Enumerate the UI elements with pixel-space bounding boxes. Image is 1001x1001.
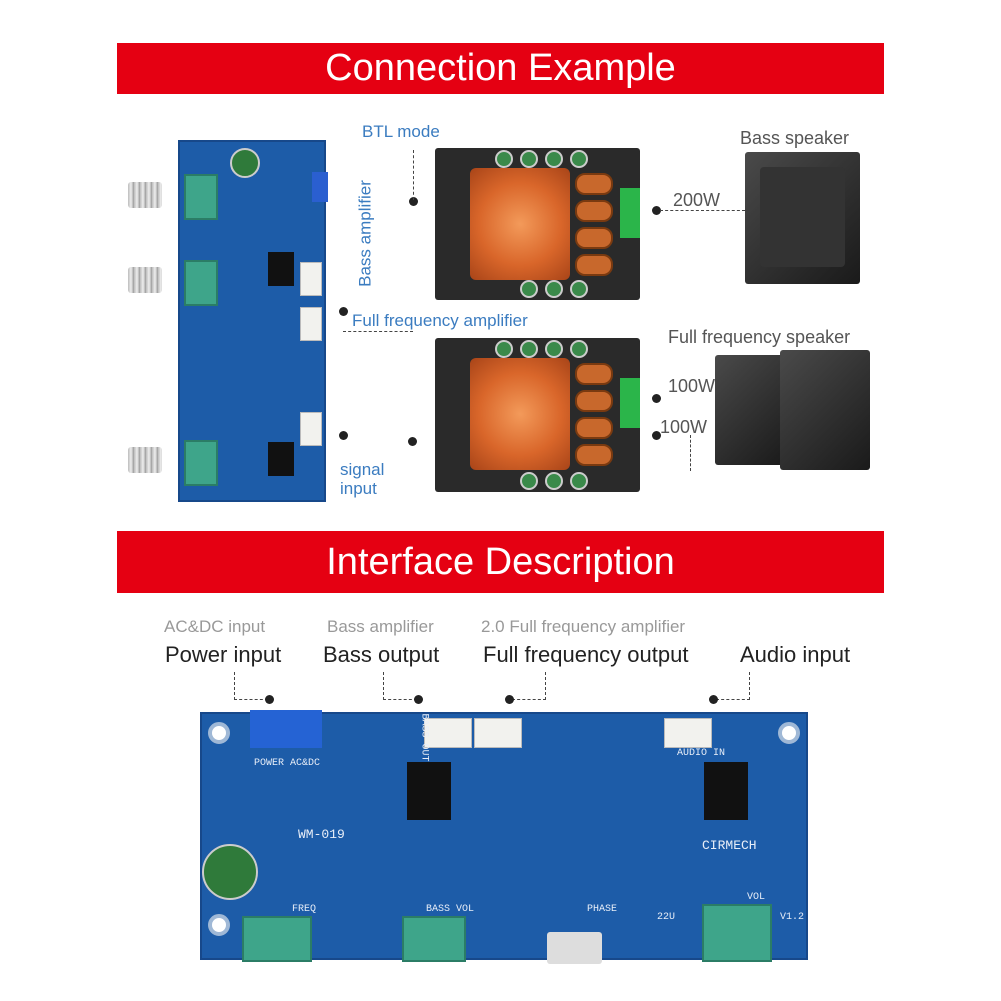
bass-speaker-label: Bass speaker bbox=[740, 128, 850, 148]
tone-board-closeup-photo: POWER AC&DC WM-019 BASS OUT CIRMECH AUDI… bbox=[200, 710, 808, 964]
bass-power-label: 200W bbox=[673, 190, 721, 210]
audio-input-label: Audio input bbox=[740, 642, 851, 667]
signal-input-label: signal input bbox=[340, 460, 385, 498]
power-sub-label: AC&DC input bbox=[164, 617, 266, 636]
signal-connector-dot bbox=[339, 431, 348, 440]
tone-board-photo bbox=[128, 140, 328, 502]
interface-description-banner: Interface Description bbox=[117, 531, 884, 593]
full-frequency-amplifier-photo bbox=[435, 338, 640, 492]
bass-amplifier-label: Bass amplifier bbox=[355, 180, 375, 287]
right-speaker-photo bbox=[780, 350, 870, 470]
ff-power-label-2: 100W bbox=[660, 417, 708, 437]
connection-example-banner: Connection Example bbox=[117, 43, 884, 94]
bass-sub-label: Bass amplifier bbox=[327, 617, 434, 636]
bass-speaker-photo bbox=[745, 152, 860, 284]
bass-amplifier-photo bbox=[435, 148, 640, 300]
full-frequency-speaker-label: Full frequency speaker bbox=[668, 327, 851, 347]
ff-power-label-1: 100W bbox=[668, 376, 716, 396]
full-frequency-amplifier-label: Full frequency amplifier bbox=[352, 311, 528, 330]
full-frequency-output-label: Full frequency output bbox=[483, 642, 689, 667]
full-sub-label: 2.0 Full frequency amplifier bbox=[481, 617, 686, 636]
power-input-label: Power input bbox=[165, 642, 282, 667]
bass-output-label: Bass output bbox=[323, 642, 440, 667]
signal-amp-dot bbox=[408, 437, 417, 446]
left-speaker-photo bbox=[715, 355, 785, 465]
bass-amp-connector-dot bbox=[409, 197, 418, 206]
btl-mode-label: BTL mode bbox=[362, 122, 440, 141]
ff-amp-connector-dot bbox=[339, 307, 348, 316]
